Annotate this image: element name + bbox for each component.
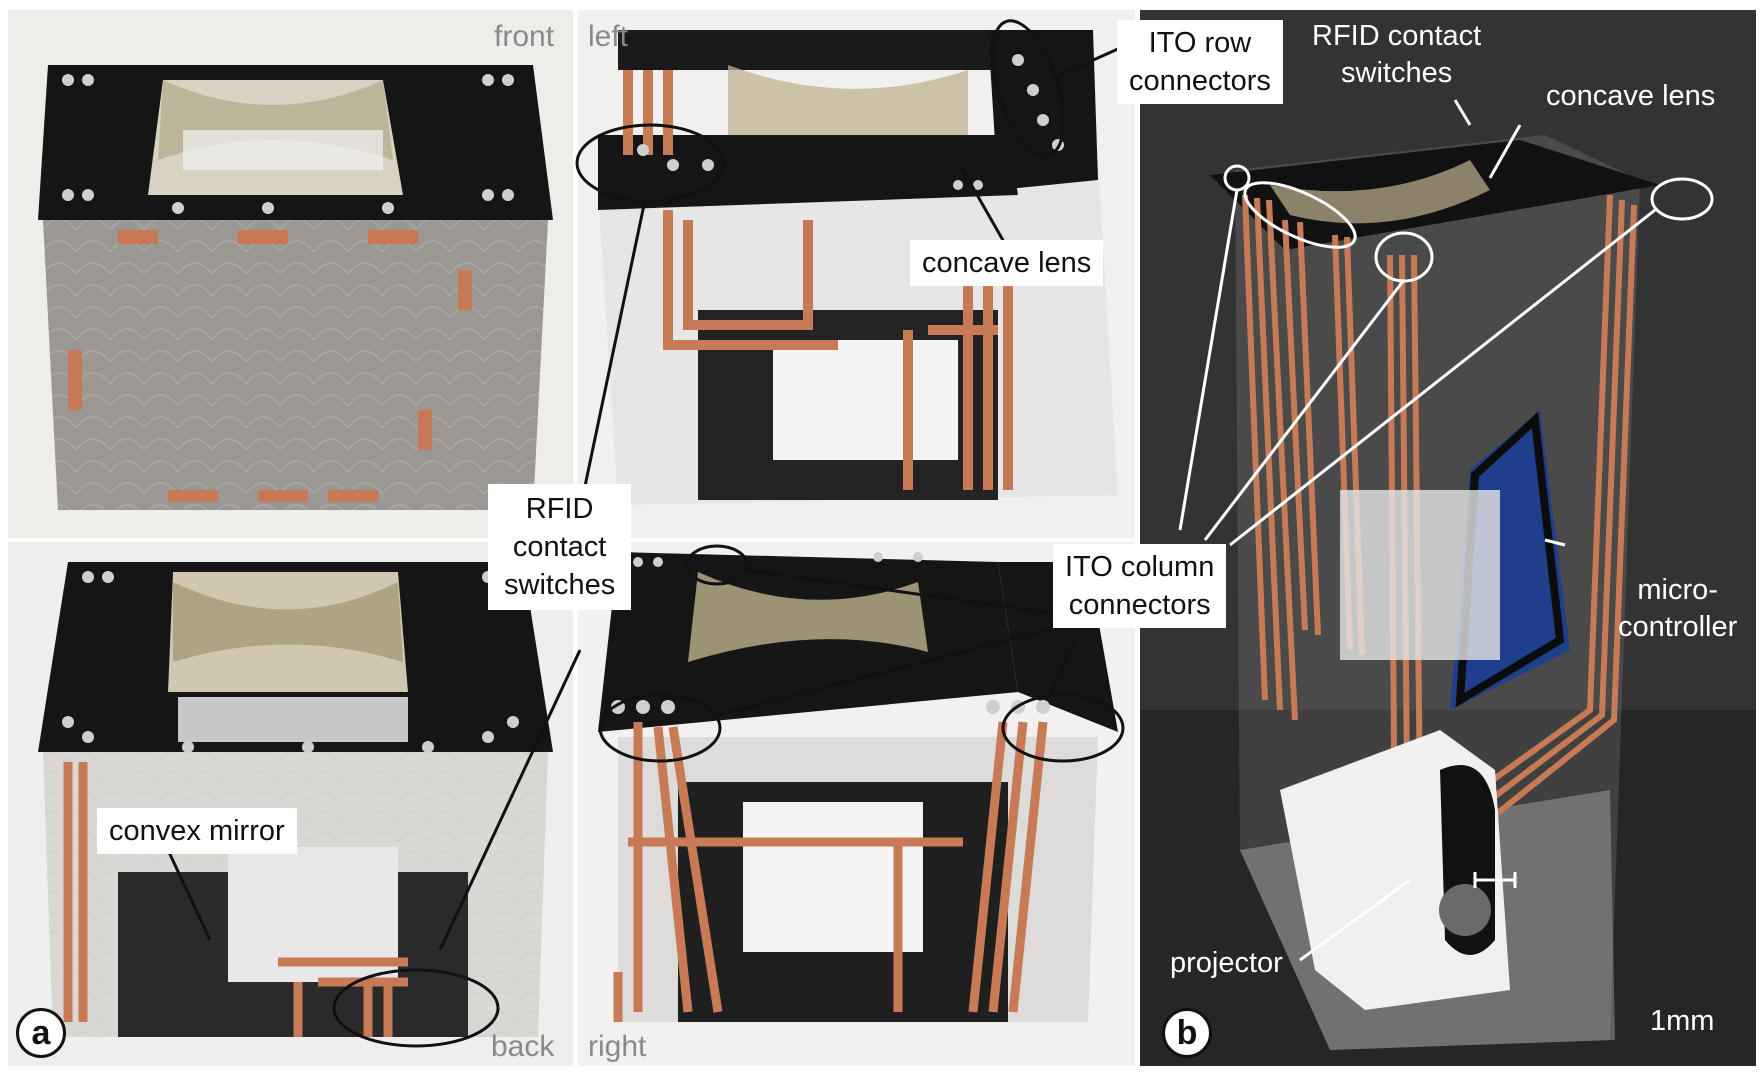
assembled-device-illustration [1140,10,1756,1066]
view-label-left: left [588,20,629,53]
callout-rfid-top-line2: switches [1341,57,1453,89]
view-label-right: right [588,1030,647,1063]
callout-rfid-contact-switches-center: RFID contact switches [488,484,632,610]
callout-ito-row-line1: ITO row [1148,27,1252,59]
view-label-back: back [491,1030,555,1063]
callout-concave-lens-device: concave lens [1546,80,1716,112]
callout-projector: projector [1170,947,1283,979]
callout-convex-mirror: convex mirror [97,808,297,854]
callout-rfid-contact-switches-top: RFID contact switches [1312,18,1481,92]
panel-letter-a: a [16,1008,66,1058]
callout-ito-row-line2: connectors [1129,65,1271,97]
photo-front [8,10,573,538]
view-label-front: front [494,20,555,53]
photo-right [578,542,1135,1066]
callout-micro-line2: controller [1618,611,1738,643]
callout-ito-column-connectors: ITO column connectors [1053,544,1227,628]
callout-rfid-top-line1: RFID contact [1312,20,1482,52]
photo-assembled-device [1140,10,1756,1066]
callout-ito-column-line1: ITO column [1065,551,1215,583]
callout-micro-controller: micro- controller [1618,572,1737,646]
callout-rfid-center-line1: RFID [525,493,594,525]
callout-rfid-center-line2: contact [512,531,607,563]
back-cube-illustration [8,542,573,1066]
scale-bar-label: 1mm [1650,1005,1715,1037]
right-cube-illustration [578,542,1135,1066]
callout-rfid-center-line3: switches [504,569,616,601]
callout-ito-column-line2: connectors [1068,589,1211,621]
panel-letter-b: b [1162,1008,1212,1058]
photo-back [8,542,573,1066]
callout-concave-lens-left: concave lens [910,240,1104,286]
callout-micro-line1: micro- [1637,574,1718,606]
callout-ito-row-connectors: ITO row connectors [1117,20,1283,104]
front-cube-illustration [8,10,573,538]
